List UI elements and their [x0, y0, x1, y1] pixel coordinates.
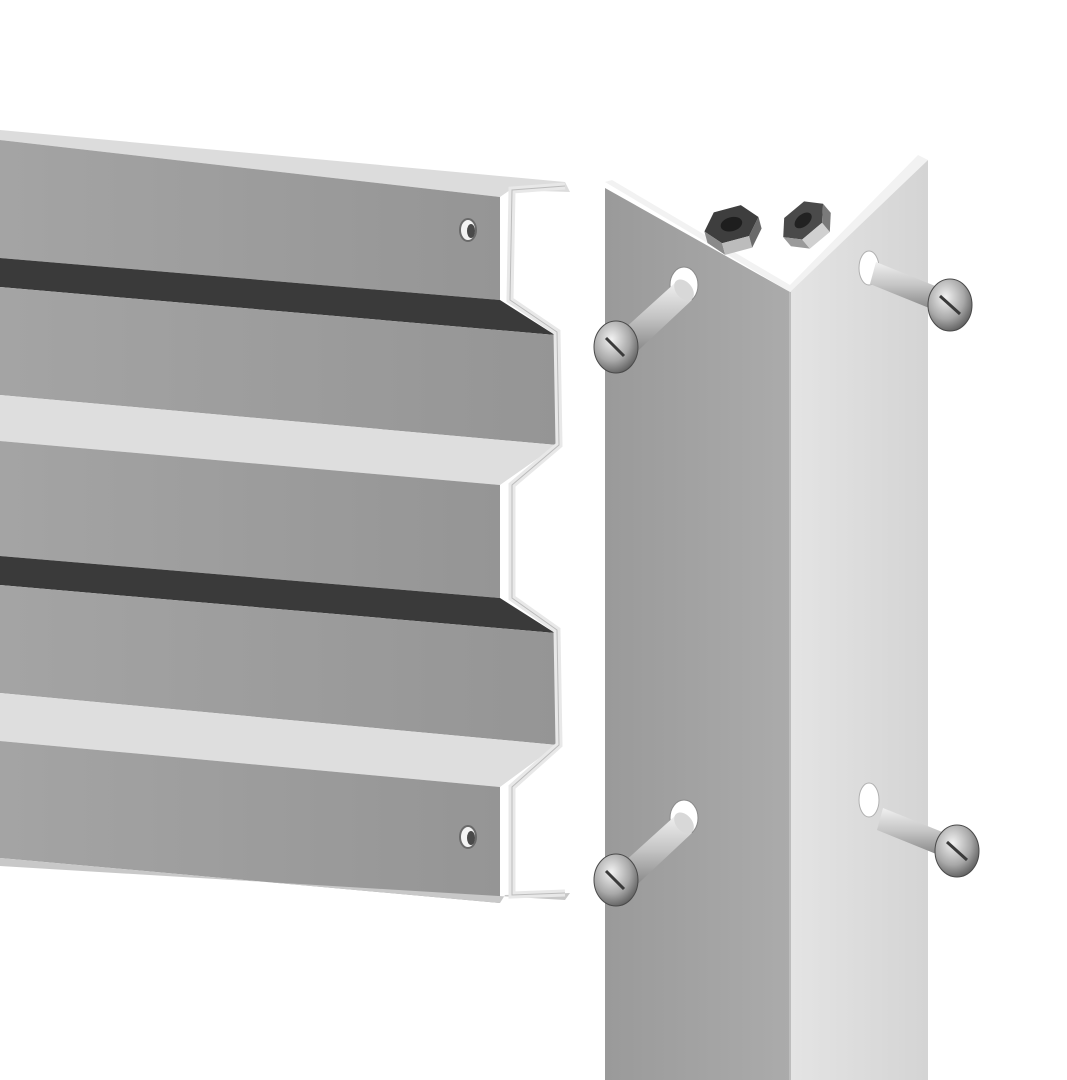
panel-rib-face [0, 287, 557, 445]
panel-rib-face [0, 585, 557, 745]
carriage-bolt [877, 808, 980, 878]
panel-bottom-lip [0, 858, 570, 903]
panel-hole-top-inner [467, 224, 475, 238]
carriage-bolt [870, 262, 973, 332]
post-right-face [790, 160, 928, 1080]
carriage-bolt [593, 279, 694, 374]
panel-top-lip [0, 130, 570, 197]
panel-rib-underside [0, 693, 557, 787]
panel-hole-bottom-inner [467, 831, 475, 845]
corner-post [605, 155, 928, 1080]
panel-middle-face [0, 441, 500, 598]
post-hole [858, 782, 880, 818]
panel-rib-underside [0, 395, 557, 485]
carriage-bolt [593, 812, 694, 907]
panel-bottom-face [0, 741, 500, 903]
corrugated-panel [0, 130, 570, 903]
panel-shadow-ledge [0, 556, 555, 633]
panel-edge-profile [506, 182, 566, 899]
panel-edge-outline [509, 185, 566, 896]
hex-nut [704, 205, 762, 255]
hex-nut [783, 201, 831, 249]
panel-top-face [0, 140, 500, 300]
panel-shadow-ledge [0, 258, 555, 335]
